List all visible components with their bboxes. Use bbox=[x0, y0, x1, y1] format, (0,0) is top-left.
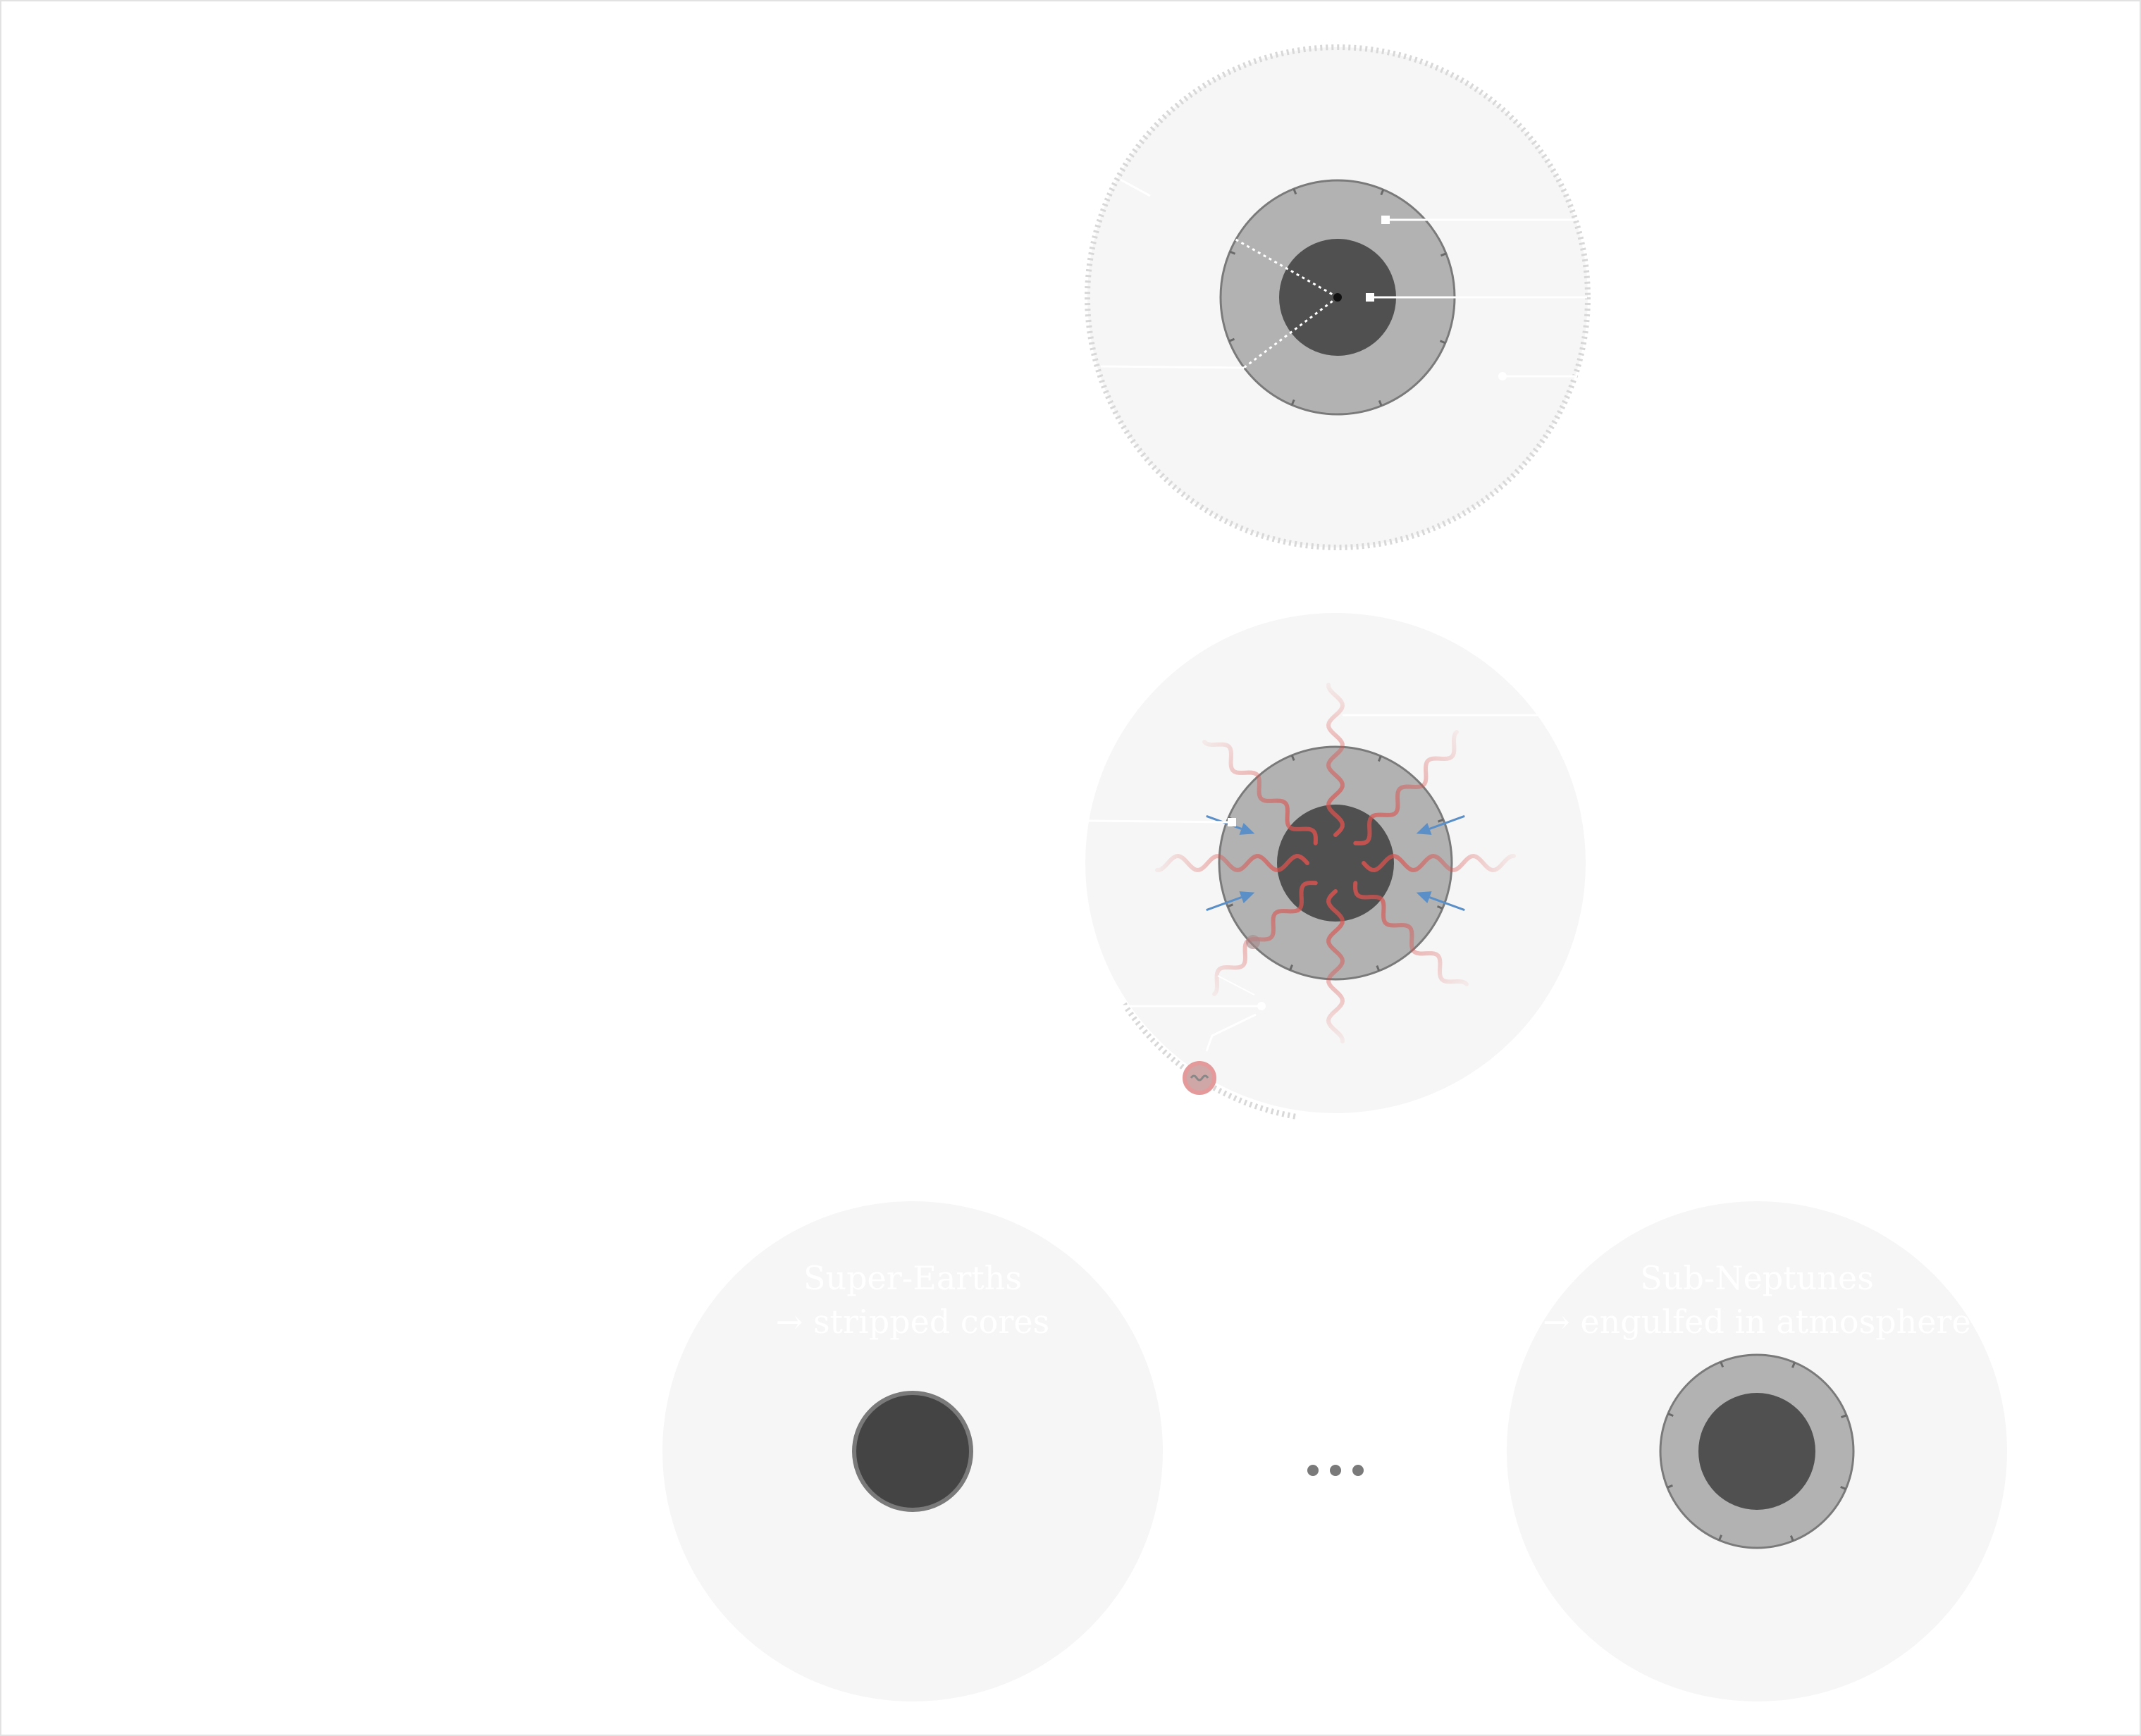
disk-edge-leader bbox=[1120, 178, 1151, 197]
inflow-arrow-icon bbox=[1416, 891, 1465, 912]
pebble-spiral bbox=[1190, 1074, 1209, 1081]
ellipsis-dot bbox=[1352, 1465, 1364, 1476]
envelope-tick bbox=[1376, 965, 1381, 972]
envelope-tick-marks bbox=[1228, 188, 1447, 407]
envelope-tick bbox=[1718, 1534, 1722, 1541]
pebble-leader-marker bbox=[1257, 1002, 1266, 1010]
envelope-tick bbox=[1439, 340, 1446, 345]
heat-wave-icon bbox=[1353, 730, 1459, 845]
heat-wave-path bbox=[1353, 730, 1459, 845]
pebble-path-leader bbox=[1205, 1013, 1257, 1052]
heat-waves bbox=[1155, 683, 1516, 1043]
inner-guide-leader bbox=[1217, 975, 1255, 996]
inflow-arrow-icon bbox=[1416, 814, 1465, 835]
envelope-tick bbox=[1841, 1414, 1847, 1419]
heat-wave-path bbox=[1362, 853, 1516, 872]
inflow-arrow-icon bbox=[1206, 891, 1255, 912]
sub-neptune-caption-line1: Sub-Neptunes bbox=[1640, 1259, 1874, 1297]
envelope-tick bbox=[1440, 252, 1447, 257]
heat-wave-icon bbox=[1362, 853, 1516, 872]
ellipsis-dot bbox=[1307, 1465, 1319, 1476]
heat-wave-icon bbox=[1326, 683, 1345, 837]
heat-wave-icon bbox=[1202, 740, 1318, 845]
heat-wave-path bbox=[1212, 881, 1318, 996]
sub-neptune-caption-line2: → engulfed in atmosphere bbox=[1543, 1303, 1970, 1341]
heat-wave-icon bbox=[1155, 854, 1309, 873]
envelope-leader-marker bbox=[1228, 818, 1236, 826]
core-with-envelope-in-disk-panel bbox=[1085, 44, 1591, 550]
heat-wave-path bbox=[1326, 889, 1345, 1043]
super-earth-caption-line1: Super-Earths bbox=[803, 1259, 1022, 1297]
envelope-heating-panel bbox=[1085, 613, 1586, 1120]
envelope-tick bbox=[1229, 250, 1236, 255]
planet-core bbox=[1698, 1393, 1815, 1510]
disk-leader-marker bbox=[1498, 372, 1507, 380]
envelope-tick bbox=[1791, 1362, 1796, 1368]
heat-wave-icon bbox=[1326, 889, 1345, 1043]
core-leader-marker bbox=[1366, 293, 1374, 302]
envelope-tick bbox=[1438, 818, 1444, 823]
planet-core bbox=[1277, 805, 1394, 922]
sub-neptune-outcome-panel: Sub-Neptunes → engulfed in atmosphere bbox=[1507, 1201, 2007, 1701]
inner-pebble bbox=[1246, 935, 1260, 949]
outer-radius-leader bbox=[1100, 365, 1245, 369]
envelope-tick bbox=[1290, 755, 1295, 761]
inflow-arrows bbox=[1206, 814, 1465, 912]
heat-wave-path bbox=[1326, 683, 1345, 837]
envelope-tick bbox=[1228, 337, 1235, 342]
envelope-tick bbox=[1227, 903, 1233, 908]
ellipsis-icon bbox=[1307, 1465, 1364, 1476]
radius-guide-upper bbox=[1233, 237, 1338, 299]
radius-guide-lower bbox=[1243, 296, 1338, 369]
envelope-label-leader bbox=[1088, 819, 1233, 824]
envelope-tick bbox=[1290, 399, 1295, 406]
heat-wave-path bbox=[1202, 740, 1318, 845]
envelope-tick bbox=[1667, 1413, 1674, 1417]
envelope-tick bbox=[1378, 399, 1383, 407]
envelope-tick bbox=[1289, 964, 1294, 971]
heat-wave-icon bbox=[1212, 881, 1318, 996]
core-center-dot bbox=[1333, 293, 1342, 302]
heat-wave-path bbox=[1155, 854, 1309, 873]
envelope-tick bbox=[1840, 1486, 1846, 1490]
envelope-tick bbox=[1436, 905, 1443, 910]
envelope-tick bbox=[1380, 189, 1385, 196]
envelope-tick bbox=[1667, 1484, 1673, 1489]
envelope-tick bbox=[1377, 755, 1382, 762]
accreting-pebble-icon bbox=[1183, 1061, 1216, 1095]
envelope-tick bbox=[1720, 1361, 1724, 1368]
heat-wave-icon bbox=[1353, 881, 1469, 986]
ellipsis-dot bbox=[1330, 1465, 1341, 1476]
super-earth-outcome-panel: Super-Earths → stripped cores bbox=[662, 1201, 1163, 1701]
envelope-tick-marks bbox=[1667, 1361, 1847, 1542]
heat-wave-path bbox=[1353, 881, 1469, 986]
envelope-tick bbox=[1292, 188, 1297, 195]
super-earth-caption-line2: → stripped cores bbox=[776, 1303, 1049, 1341]
envelope-tick bbox=[1789, 1535, 1794, 1542]
envelope-leader-marker bbox=[1381, 216, 1390, 224]
envelope-tick-marks bbox=[1227, 755, 1444, 972]
stripped-core bbox=[852, 1391, 973, 1512]
disk-dashed-boundary bbox=[1085, 44, 1591, 550]
